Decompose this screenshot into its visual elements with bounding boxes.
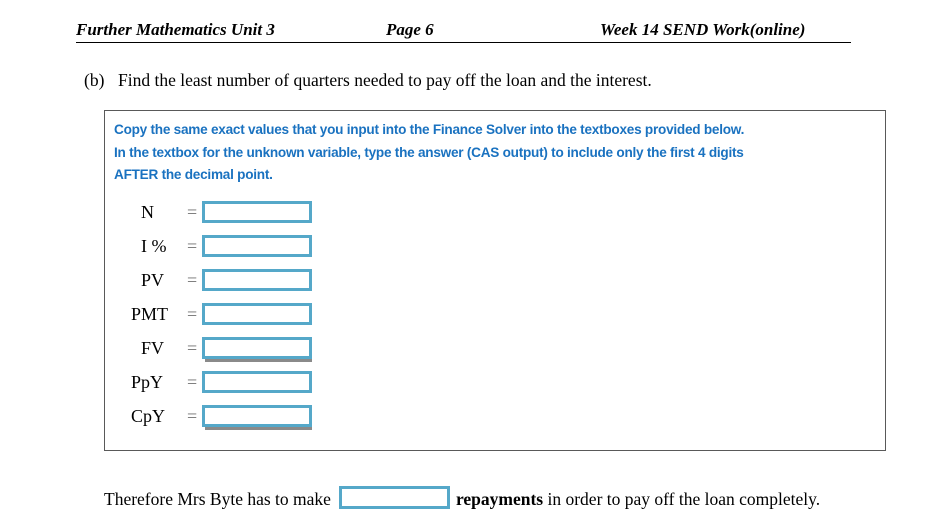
header-worksheet-title: Week 14 SEND Work(online): [600, 20, 806, 39]
instruction-line-3: AFTER the decimal point.: [114, 167, 273, 182]
header-unit-title: Further Mathematics Unit 3: [76, 20, 275, 39]
field-label-pmt: PMT: [131, 304, 169, 324]
field-label-pv: PV: [141, 270, 165, 290]
question-label: (b): [84, 70, 105, 90]
instruction-line-1: Copy the same exact values that you inpu…: [114, 122, 745, 137]
conclusion-bold-word: repayments: [455, 488, 544, 509]
instruction-line-2: In the textbox for the unknown variable,…: [114, 144, 744, 160]
field-shadow-cpy: [205, 427, 312, 430]
field-label-i-percent: I %: [141, 236, 167, 256]
field-shadow-fv: [205, 359, 312, 362]
question-text: Find the least number of quarters needed…: [118, 70, 652, 90]
field-label-cpy: CpY: [131, 406, 166, 426]
field-label-fv: FV: [141, 338, 165, 358]
field-input-i-percent[interactable]: [202, 235, 312, 257]
field-input-cpy[interactable]: [202, 405, 312, 427]
field-equals-pmt: =: [187, 304, 198, 324]
field-input-n[interactable]: [202, 201, 312, 223]
page-header: Further Mathematics Unit 3 Page 6 Week 1…: [76, 20, 851, 43]
field-equals-n: =: [187, 202, 198, 222]
field-input-pmt[interactable]: [202, 303, 312, 325]
conclusion-text-before: Therefore Mrs Byte has to make: [104, 488, 331, 509]
field-label-ppy: PpY: [131, 372, 164, 392]
field-equals-ppy: =: [187, 372, 198, 392]
field-label-n: N: [141, 202, 154, 222]
question-b: (b) Find the least number of quarters nee…: [84, 68, 894, 92]
field-input-ppy[interactable]: [202, 371, 312, 393]
field-equals-i-percent: =: [187, 236, 198, 256]
header-page-number: Page 6: [386, 20, 434, 39]
field-equals-fv: =: [187, 338, 198, 358]
field-input-fv[interactable]: [202, 337, 312, 359]
instructions-block: Copy the same exact values that you inpu…: [114, 119, 874, 187]
conclusion-line: Therefore Mrs Byte has to make repayments…: [104, 484, 919, 512]
conclusion-answer-input[interactable]: [338, 486, 450, 510]
field-equals-cpy: =: [187, 406, 198, 426]
field-input-pv[interactable]: [202, 269, 312, 291]
conclusion-text-after: in order to pay off the loan completely.: [547, 488, 821, 509]
answer-panel: Copy the same exact values that you inpu…: [104, 110, 886, 451]
field-equals-pv: =: [187, 270, 198, 290]
